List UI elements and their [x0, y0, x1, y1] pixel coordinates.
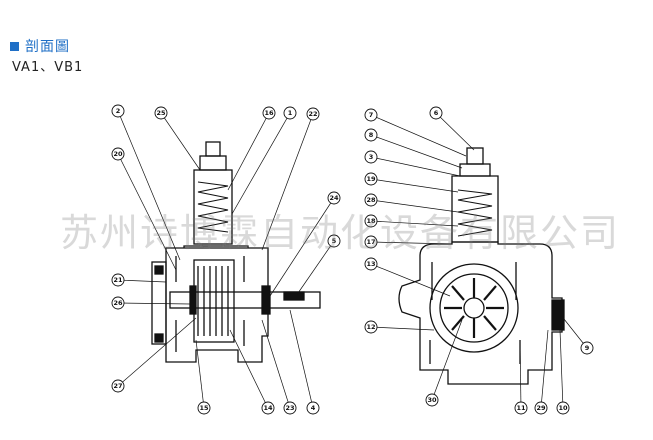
- callout-label: 18: [366, 217, 376, 225]
- right-cam-ring: [429, 263, 519, 353]
- callout-label: 27: [113, 382, 122, 390]
- right-rotor-vanes: [444, 278, 504, 338]
- callout-label: 26: [113, 299, 123, 307]
- right-section-view: [398, 147, 565, 385]
- leader-lines: [117, 110, 588, 409]
- callout-label: 29: [536, 404, 546, 412]
- callout-label: 15: [199, 404, 209, 412]
- callout-label: 7: [369, 111, 374, 119]
- left-pump-body: [165, 247, 269, 363]
- callout-label: 1: [288, 109, 293, 117]
- callout-label: 2: [116, 107, 121, 115]
- callout-label: 21: [113, 276, 123, 284]
- callout-label: 19: [366, 175, 376, 183]
- callout-label: 17: [366, 238, 375, 246]
- callout-label: 28: [366, 196, 376, 204]
- left-front-cover: [151, 261, 167, 345]
- right-spring: [457, 189, 493, 237]
- left-oil-seal: [261, 285, 271, 315]
- callout-label: 12: [366, 323, 375, 331]
- callout-label: 8: [369, 131, 374, 139]
- title-row: 剖面圖: [10, 36, 70, 56]
- left-section-view: [151, 141, 321, 363]
- model-subtitle: VA1、VB1: [12, 60, 84, 75]
- callout-label: 4: [311, 404, 316, 412]
- callout-label: 5: [332, 237, 337, 245]
- left-drive-shaft: [169, 291, 321, 309]
- right-pump-body: [398, 241, 563, 385]
- callout-label: 11: [516, 404, 526, 412]
- right-lock-nut: [459, 163, 491, 177]
- callout-label: 22: [308, 110, 317, 118]
- callout-label: 3: [369, 153, 374, 161]
- right-side-plug: [551, 299, 565, 331]
- callout-label: 13: [366, 260, 375, 268]
- callout-label: 6: [434, 109, 439, 117]
- section-title: 剖面圖: [25, 39, 70, 55]
- callout-label: 30: [427, 396, 437, 404]
- callout-label: 25: [156, 109, 166, 117]
- callout-label: 16: [264, 109, 274, 117]
- left-spring: [197, 181, 229, 233]
- callout-label: 10: [558, 404, 568, 412]
- callout-label: 9: [585, 344, 590, 352]
- left-spring-housing: [193, 169, 233, 245]
- left-adjust-screw: [205, 141, 221, 157]
- square-bullet-icon: [10, 41, 19, 51]
- right-adjust-screw: [466, 147, 484, 165]
- callout-label: 23: [285, 404, 294, 412]
- callout-circles: [111, 104, 594, 415]
- callout-label: 14: [263, 404, 273, 412]
- section-header: 剖面圖: [10, 36, 70, 56]
- callout-label: 20: [113, 150, 123, 158]
- right-rotor: [439, 273, 509, 343]
- left-lock-nut: [199, 155, 227, 171]
- callout-label: 24: [329, 194, 339, 202]
